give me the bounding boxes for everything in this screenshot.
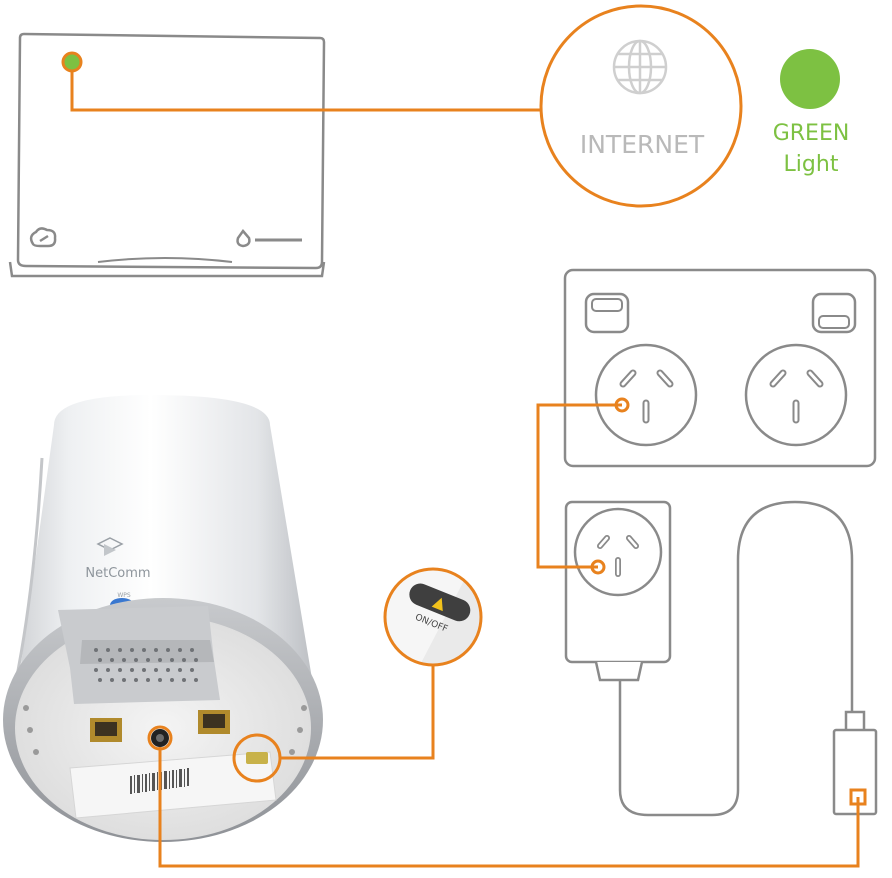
socket-right	[744, 343, 848, 447]
outlet-switch-right	[811, 292, 857, 334]
router-device: NetComm WPS	[3, 395, 323, 842]
outlet-switch-left	[584, 292, 630, 334]
usb-plug	[832, 710, 878, 816]
cloud-link-icon	[29, 227, 57, 248]
status-led	[61, 51, 83, 73]
internet-callout: INTERNET	[539, 4, 743, 208]
power-cable	[618, 500, 854, 817]
netcomm-logo: NetComm WPS	[85, 537, 151, 599]
green-light-dot	[780, 49, 840, 109]
power-adapter	[564, 500, 878, 817]
wps-label: WPS	[117, 592, 131, 599]
socket-left	[594, 343, 698, 447]
wall-to-adapter-line	[536, 403, 622, 569]
modem-front-view	[8, 32, 326, 278]
lan-port-left[interactable]	[90, 718, 122, 742]
switch-callout-line	[280, 665, 435, 760]
internet-label: INTERNET	[580, 130, 705, 159]
led-callout-line	[70, 71, 540, 112]
router-brand: NetComm	[85, 566, 150, 581]
power-switch[interactable]	[246, 752, 268, 764]
globe-icon	[612, 39, 668, 95]
power-switch-zoom: ON/OFF	[383, 567, 483, 667]
jack-to-usb-line	[158, 747, 860, 868]
vent-housing	[58, 606, 220, 704]
light-label: Light	[784, 152, 839, 177]
router-label-sticker	[69, 751, 277, 819]
wall-outlet	[563, 268, 877, 468]
lan-port-right[interactable]	[198, 710, 230, 734]
green-label: GREEN	[773, 121, 850, 146]
green-light-indicator: GREEN Light	[773, 49, 850, 177]
power-drop-icon	[236, 228, 302, 248]
power-jack[interactable]	[151, 729, 169, 747]
